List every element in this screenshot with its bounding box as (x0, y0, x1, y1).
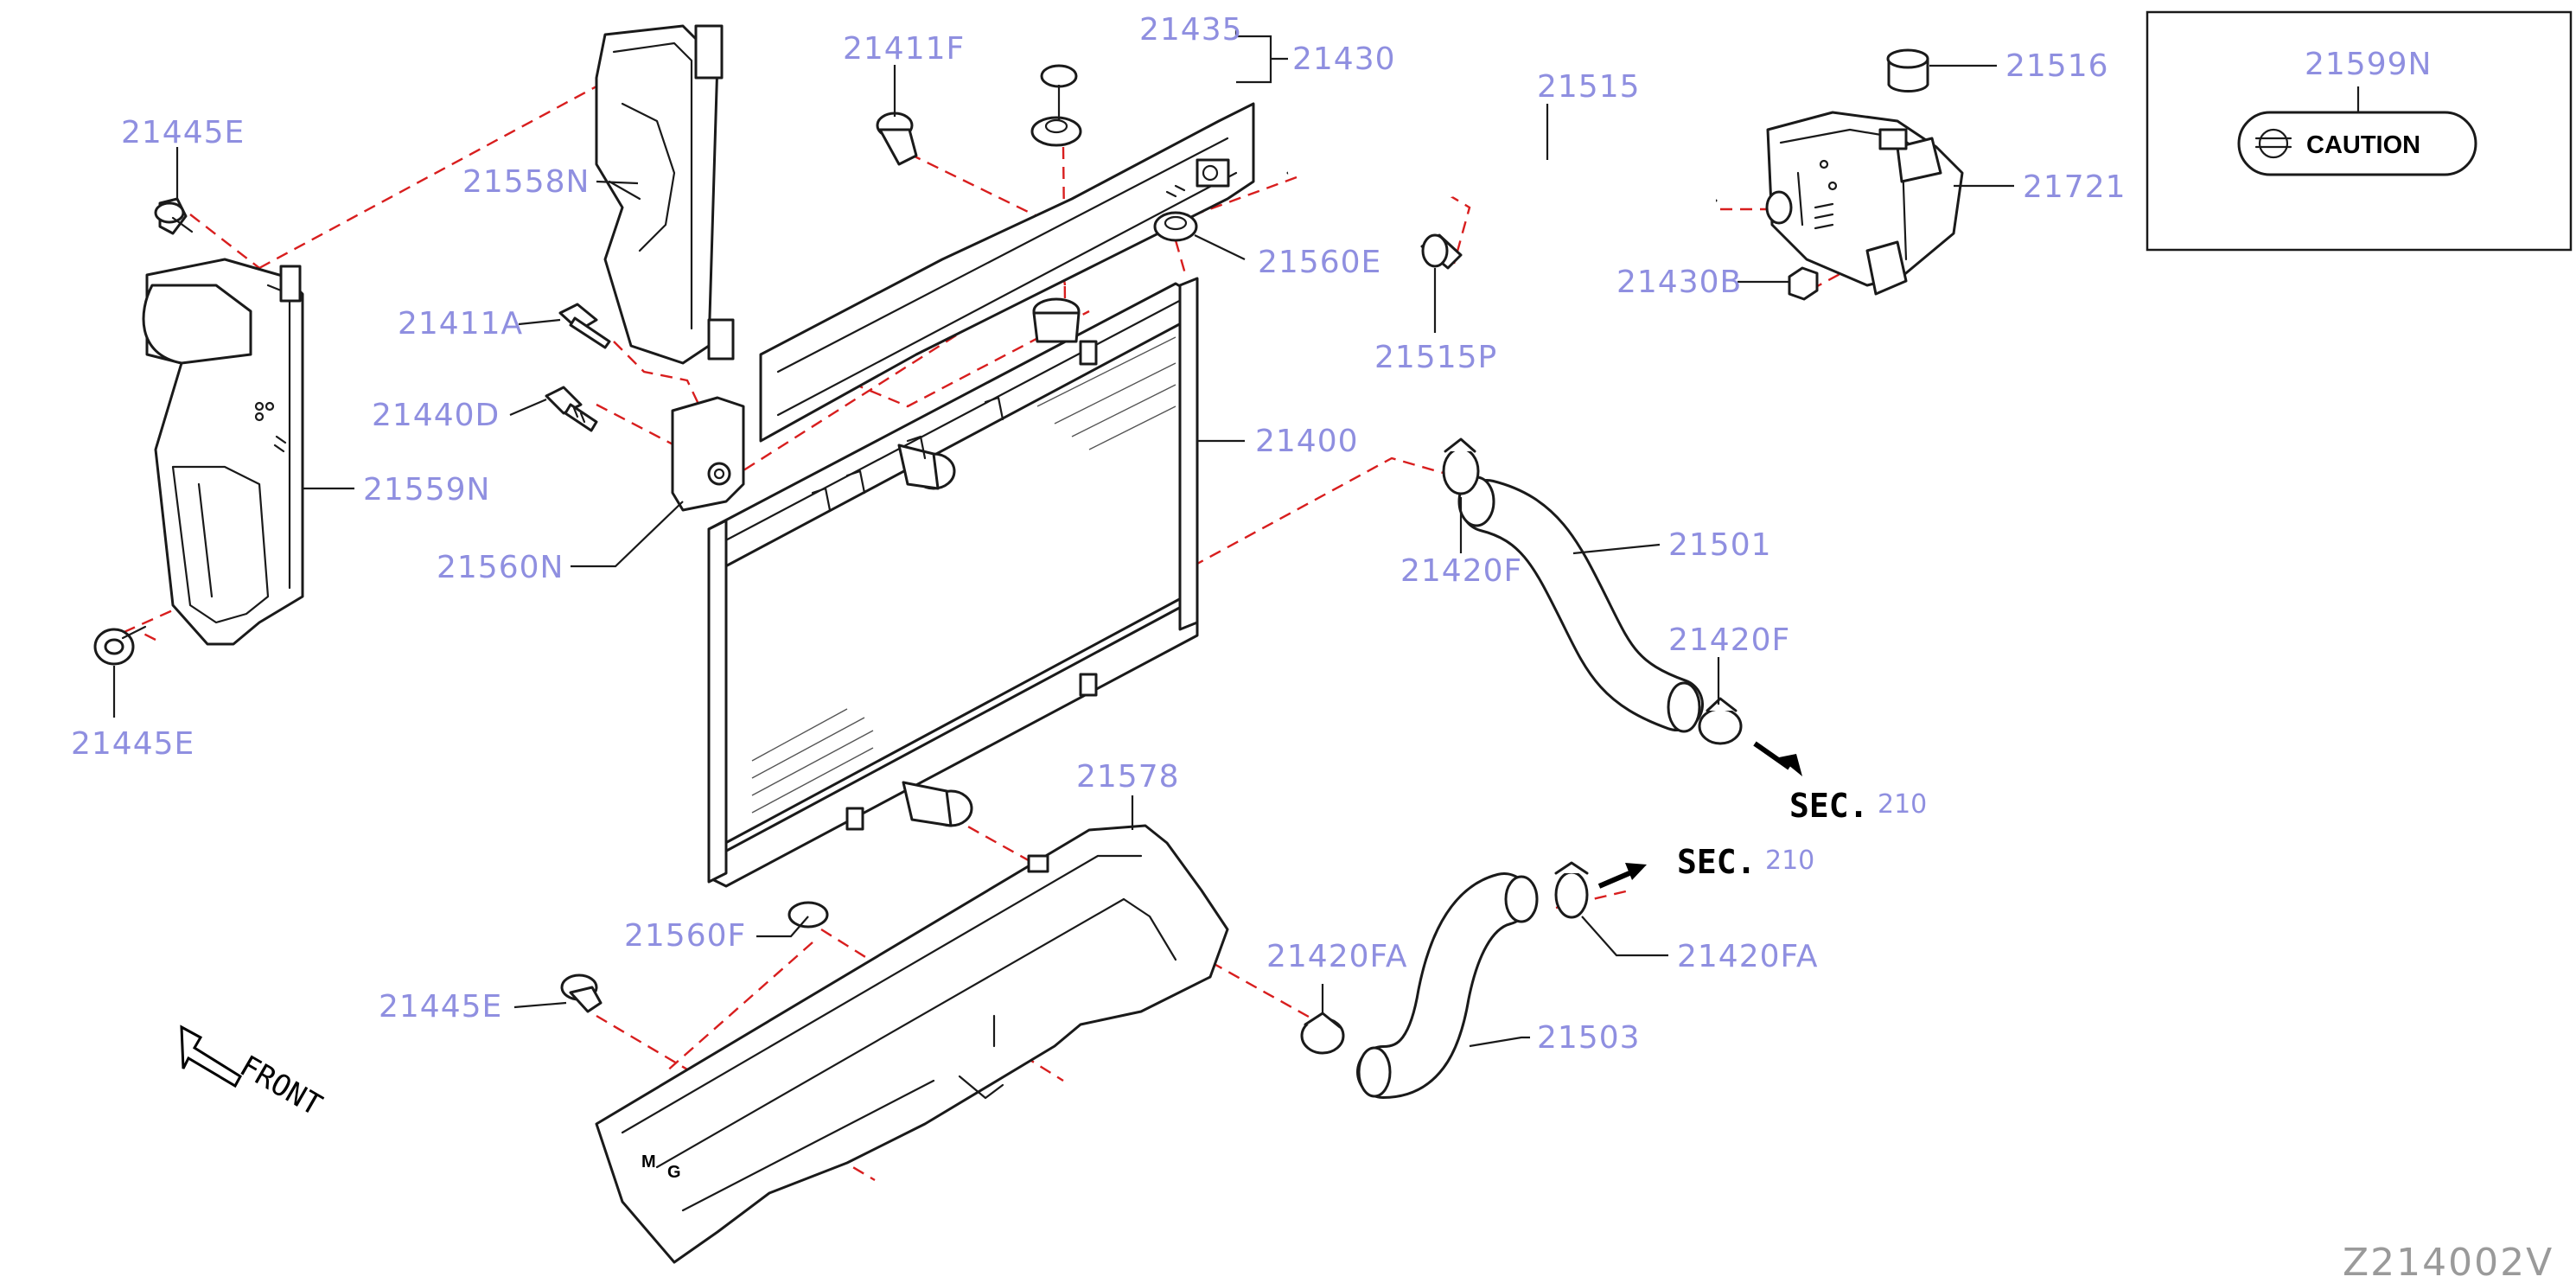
front-label: FRONT (234, 1049, 328, 1123)
clamp-21515P[interactable] (1420, 233, 1463, 270)
clamp-21420F-lower[interactable] (1698, 697, 1743, 745)
diagram-code: Z214002V (2343, 1241, 2554, 1283)
bolt-21440D[interactable] (545, 386, 598, 432)
svg-text:210: 210 (1765, 846, 1814, 876)
clip-21411F[interactable] (876, 112, 918, 166)
part-number-21560F[interactable]: 21560F (624, 918, 746, 954)
part-number-21515[interactable]: 21515 (1537, 69, 1641, 105)
svg-text:210: 210 (1878, 789, 1927, 820)
radiator-21400[interactable] (707, 277, 1199, 929)
part-number-21430[interactable]: 21430 (1292, 41, 1396, 77)
sec-arrow-upper (1753, 741, 1802, 776)
part-number-21435[interactable]: 21435 (1139, 12, 1243, 48)
part-number-21420F-upper[interactable]: 21420F (1400, 553, 1522, 589)
caution-text: CAUTION (2306, 131, 2420, 159)
part-number-21445E-bottom[interactable]: 21445E (379, 989, 502, 1024)
cushion-21560E[interactable] (1153, 211, 1198, 242)
sec-reference-lower[interactable]: SEC. 210 (1677, 843, 1814, 881)
svg-text:M: M (641, 1152, 656, 1171)
part-number-21501[interactable]: 21501 (1668, 527, 1772, 563)
part-number-21516[interactable]: 21516 (2005, 48, 2109, 84)
grommet-21435[interactable] (1040, 64, 1078, 88)
sec-arrow-lower (1597, 863, 1647, 889)
front-direction-indicator: FRONT (180, 1024, 328, 1123)
sec-reference-upper[interactable]: SEC. 210 (1789, 787, 1927, 825)
svg-text:SEC.: SEC. (1789, 787, 1869, 825)
bolt-21411A[interactable] (558, 303, 611, 349)
part-number-21420FA-left[interactable]: 21420FA (1266, 939, 1408, 974)
caution-label-part[interactable] (2237, 111, 2477, 176)
part-number-21411A[interactable]: 21411A (398, 306, 523, 341)
part-number-21420FA-right[interactable]: 21420FA (1677, 939, 1819, 974)
lower-air-guide-21578[interactable]: M G (595, 824, 1229, 1264)
part-number-21560E[interactable]: 21560E (1258, 245, 1381, 280)
reservoir-cap-21516[interactable] (1886, 48, 1929, 93)
part-number-21560N[interactable]: 21560N (437, 550, 564, 585)
nut-21430B[interactable] (1788, 266, 1819, 301)
part-number-21400[interactable]: 21400 (1255, 424, 1359, 459)
part-number-21503[interactable]: 21503 (1537, 1020, 1641, 1056)
clamp-21420FA-lower[interactable] (1300, 1012, 1345, 1055)
reservoir-tank-21721[interactable] (1765, 111, 1964, 296)
clip-21445E-mid[interactable] (93, 625, 147, 666)
part-number-21430B[interactable]: 21430B (1616, 265, 1742, 300)
upper-hose-21501[interactable] (1457, 476, 1704, 733)
part-number-21721[interactable]: 21721 (2023, 169, 2126, 205)
part-number-21558N[interactable]: 21558N (462, 164, 590, 200)
part-number-21515P[interactable]: 21515P (1374, 340, 1497, 375)
drain-cushion-21560F (787, 901, 829, 929)
part-numbers: 21445E 21558N 21411F 21435 21430 21515 2… (71, 12, 2126, 1056)
svg-text:G: G (667, 1163, 681, 1182)
clip-21445E-bottom[interactable] (560, 973, 603, 1013)
svg-text:SEC.: SEC. (1677, 843, 1757, 881)
part-number-21445E-mid[interactable]: 21445E (71, 726, 194, 762)
clamp-21420F-upper[interactable] (1442, 437, 1480, 495)
part-number-21559N[interactable]: 21559N (363, 472, 490, 507)
part-number-21420F-lower[interactable]: 21420F (1668, 622, 1790, 658)
air-guide-left-21559N[interactable] (142, 258, 304, 646)
lower-hose-21503[interactable] (1356, 872, 1539, 1099)
part-number-21440D[interactable]: 21440D (372, 398, 500, 433)
upper-mount-plate[interactable] (759, 102, 1255, 443)
reservoir-hose-21515[interactable] (1286, 150, 1718, 205)
part-number-21578[interactable]: 21578 (1076, 759, 1180, 795)
mount-rubber-21430[interactable] (1030, 116, 1082, 147)
clamp-21420FA-upper[interactable] (1554, 861, 1589, 919)
part-number-21599N[interactable]: 21599N (2305, 47, 2432, 82)
part-number-21411F[interactable]: 21411F (843, 31, 965, 67)
radiator-cap-symbol-icon (2254, 128, 2292, 159)
part-number-21445E-top[interactable]: 21445E (121, 115, 245, 150)
caution-label-inset: 21599N CAUTION (2146, 10, 2573, 252)
leader-lines (112, 30, 2014, 1048)
clip-21445E-top[interactable] (154, 197, 194, 235)
bracket-21558N[interactable] (595, 24, 735, 365)
bracket-21560N[interactable] (671, 396, 745, 512)
